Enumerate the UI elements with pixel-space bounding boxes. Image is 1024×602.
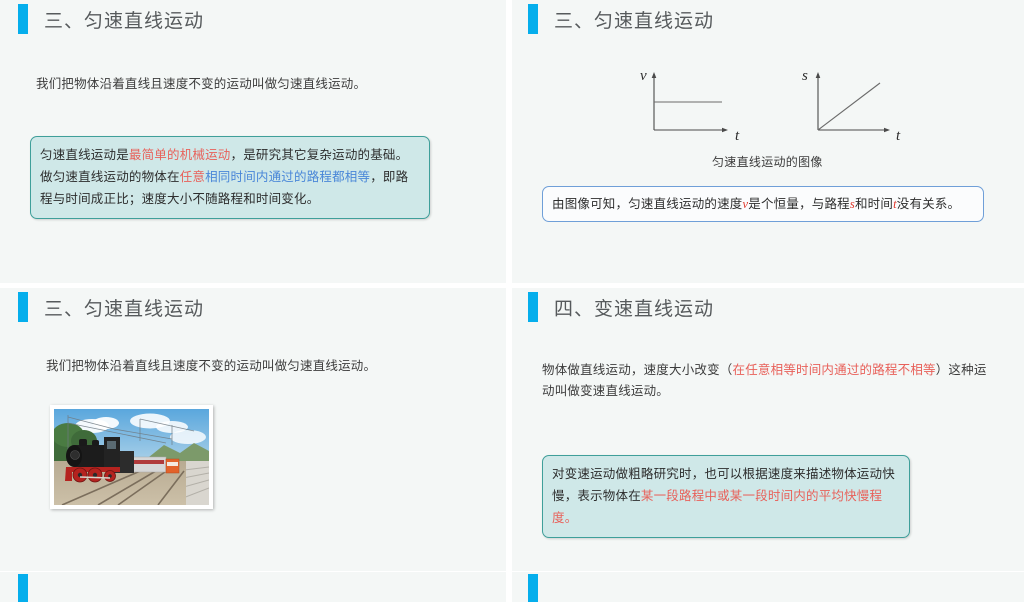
callout-variable-v: v (742, 197, 749, 211)
title-accent-bar (18, 4, 28, 34)
slide-2-title-row: 三、匀速直线运动 (528, 4, 714, 34)
body-run: 物体做直线运动，速度大小改变（ (542, 363, 733, 377)
title-accent-bar (528, 574, 538, 602)
st-x-axis-label: t (896, 128, 901, 144)
slide-1-title-row: 三、匀速直线运动 (18, 4, 204, 34)
slide-4-title: 四、变速直线运动 (554, 298, 715, 320)
callout-run: ，即路程与时间成正比；速度大小不随路程和时间变化。 (40, 170, 409, 206)
callout-run: ，是研究其它复杂运动的基础。做匀速直线运动的物体在 (40, 148, 409, 184)
slide-2-callout: 由图像可知，匀速直线运动的速度v是个恒量，与路程s和时间t没有关系。 (542, 186, 984, 222)
slide-2-graph-caption: 匀速直线运动的图像 (712, 155, 823, 169)
title-accent-bar (18, 574, 28, 602)
slide-3-body: 我们把物体沿着直线且速度不变的运动叫做匀速直线运动。 (46, 359, 377, 373)
title-accent-bar (18, 292, 28, 322)
title-accent-bar (528, 292, 538, 322)
slide-4-body: 物体做直线运动，速度大小改变（在任意相等时间内通过的路程不相等）这种运动叫做变速… (542, 360, 994, 402)
slide-5-title-row (18, 574, 28, 602)
callout-variable-t: t (893, 197, 897, 211)
slide-4[interactable]: 四、变速直线运动 物体做直线运动，速度大小改变（在任意相等时间内通过的路程不相等… (512, 288, 1024, 571)
st-graph-axes (815, 72, 890, 133)
callout-run: 匀速直线运动是 (40, 148, 129, 162)
slide-2[interactable]: 三、匀速直线运动 v t (512, 0, 1024, 283)
callout-run-highlight: 相同时间内通过的路程都相等 (205, 170, 371, 184)
slide-3-title: 三、匀速直线运动 (44, 298, 205, 320)
train-photo-artwork (54, 409, 209, 505)
slide-2-title: 三、匀速直线运动 (554, 10, 715, 32)
slide-4-callout: 对变速运动做粗略研究时，也可以根据速度来描述物体运动快慢，表示物体在某一段路程中… (542, 455, 910, 538)
callout-run: 没有关系。 (896, 197, 961, 211)
callout-run: 是个恒量，与路程 (748, 197, 850, 211)
slide-6-title-row (528, 574, 538, 602)
motion-graphs-svg: v t s t (640, 68, 901, 144)
slide-1-body: 我们把物体沿着直线且速度不变的运动叫做匀速直线运动。 (36, 77, 367, 91)
callout-run: 对变速运动做粗略研究时，也可以根据速度来描述物体运动快慢，表示物体在 (552, 467, 895, 503)
slide-4-title-row: 四、变速直线运动 (528, 292, 714, 322)
slide-1[interactable]: 三、匀速直线运动 我们把物体沿着直线且速度不变的运动叫做匀速直线运动。 匀速直线… (0, 0, 506, 283)
slide-2-graphs: v t s t (622, 60, 922, 155)
callout-run: 由图像可知，匀速直线运动的速度 (552, 197, 743, 211)
slide-3-title-row: 三、匀速直线运动 (18, 292, 204, 322)
st-rising-line (817, 82, 881, 131)
vt-y-axis-label: v (640, 68, 647, 84)
body-run: ）这种运动叫做变速直线运动。 (542, 363, 987, 398)
train-photo (50, 405, 213, 509)
vt-x-axis-label: t (735, 128, 740, 144)
callout-variable-s: s (849, 197, 855, 211)
callout-run: 和时间 (854, 197, 894, 211)
body-run-highlight: 在任意相等时间内通过的路程不相等 (732, 363, 936, 377)
callout-run-highlight: 某一段路程中或某一段时间内的平均快慢程度。 (552, 489, 883, 525)
callout-run-highlight: 最简单的机械运动 (128, 148, 231, 162)
slide-3[interactable]: 三、匀速直线运动 我们把物体沿着直线且速度不变的运动叫做匀速直线运动。 (0, 288, 506, 571)
slide-1-title: 三、匀速直线运动 (44, 10, 205, 32)
title-accent-bar (528, 4, 538, 34)
callout-run-highlight: 任意 (179, 170, 206, 184)
slide-1-callout: 匀速直线运动是最简单的机械运动，是研究其它复杂运动的基础。做匀速直线运动的物体在… (30, 136, 430, 219)
st-y-axis-label: s (802, 68, 808, 84)
